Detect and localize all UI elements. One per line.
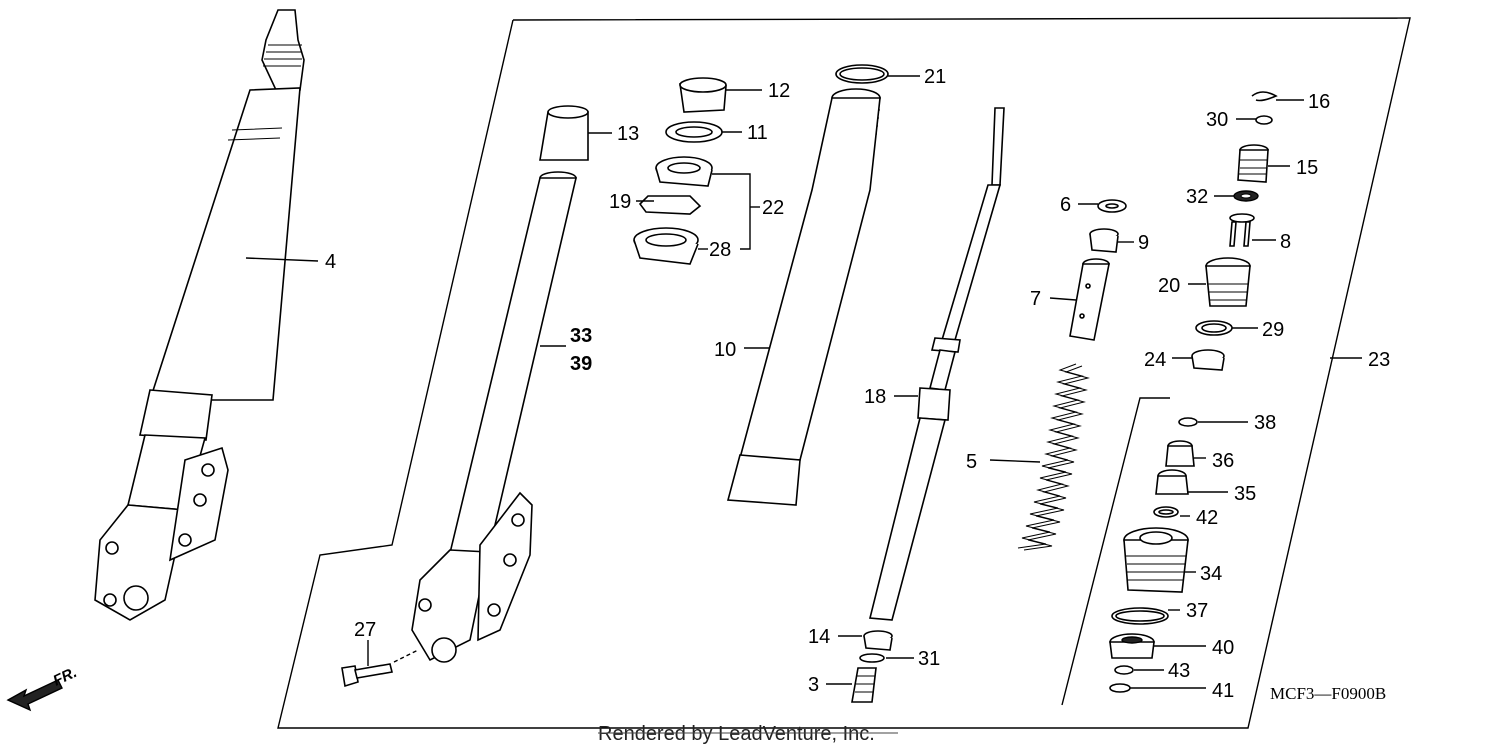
- callout-13: 13: [617, 123, 639, 145]
- callout-34: 34: [1200, 563, 1222, 585]
- fork-assembly-part-4[interactable]: [94, 9, 305, 621]
- watermark: Rendered by LeadVenture, Inc.: [598, 723, 875, 745]
- callout-8: 8: [1280, 231, 1291, 253]
- front-direction-arrow: FR.: [6, 664, 80, 712]
- valve-part-3[interactable]: [851, 667, 877, 703]
- washer-part-31[interactable]: [859, 653, 885, 663]
- cap-part-34[interactable]: [1123, 527, 1189, 593]
- oring-part-29[interactable]: [1195, 320, 1233, 336]
- nut-part-36[interactable]: [1165, 440, 1195, 467]
- bolt-part-27[interactable]: [341, 663, 393, 688]
- subassembly-frame: [1061, 397, 1170, 706]
- damper-rod-part-18[interactable]: [868, 107, 1005, 621]
- bushing-part-13[interactable]: [539, 105, 589, 161]
- spacer-part-7[interactable]: [1069, 258, 1110, 341]
- washer-part-30[interactable]: [1255, 115, 1273, 125]
- outer-tube-part-10[interactable]: [726, 88, 881, 506]
- callout-43: 43: [1168, 660, 1190, 682]
- callout-11: 11: [747, 122, 768, 144]
- washer-part-41[interactable]: [1109, 683, 1131, 693]
- assembly-frame: [277, 17, 1411, 729]
- callout-36: 36: [1212, 450, 1234, 472]
- washer-part-43[interactable]: [1114, 665, 1134, 675]
- fork-slider-part-33[interactable]: [411, 171, 578, 663]
- callout-37: 37: [1186, 600, 1208, 622]
- callout-20: 20: [1158, 275, 1180, 297]
- callout-27: 27: [354, 619, 376, 641]
- callout-23: 23: [1368, 349, 1390, 371]
- diagram-code: MCF3—F0900B: [1270, 684, 1386, 703]
- callout-4: 4: [325, 251, 336, 273]
- collar-part-14[interactable]: [863, 630, 893, 651]
- callout-7: 7: [1030, 288, 1041, 310]
- callout-15: 15: [1296, 157, 1318, 179]
- circlip-part-37[interactable]: [1111, 607, 1169, 625]
- callout-31: 31: [918, 648, 940, 670]
- cap-bolt-part-20[interactable]: [1205, 257, 1251, 307]
- callout-24: 24: [1144, 349, 1166, 371]
- callout-38: 38: [1254, 412, 1276, 434]
- collar-part-9[interactable]: [1089, 228, 1119, 253]
- fork-spring-part-5[interactable]: [1017, 363, 1090, 551]
- callout-3: 3: [808, 674, 819, 696]
- callout-29: 29: [1262, 319, 1284, 341]
- gasket-part-19[interactable]: [638, 195, 702, 215]
- washer-part-11[interactable]: [665, 121, 723, 143]
- callout-40: 40: [1212, 637, 1234, 659]
- callout-33: 33: [570, 325, 592, 347]
- callout-28: 28: [709, 239, 731, 261]
- callout-41: 41: [1212, 680, 1234, 702]
- washer-part-38[interactable]: [1178, 417, 1198, 427]
- callout-18: 18: [864, 386, 886, 408]
- callout-30: 30: [1206, 109, 1228, 131]
- clip-part-16[interactable]: [1251, 91, 1278, 102]
- callout-22: 22: [762, 197, 784, 219]
- dust-seal-part-28[interactable]: [633, 227, 699, 265]
- callout-19: 19: [609, 191, 631, 213]
- bushing-part-12[interactable]: [679, 77, 727, 113]
- washer-part-24[interactable]: [1191, 349, 1225, 371]
- direction-label: FR.: [51, 664, 80, 690]
- callout-10: 10: [714, 339, 736, 361]
- callout-21: 21: [924, 66, 946, 88]
- callout-6: 6: [1060, 194, 1071, 216]
- adjuster-part-15[interactable]: [1237, 144, 1269, 183]
- callout-32: 32: [1186, 186, 1208, 208]
- oring-part-42[interactable]: [1153, 506, 1179, 518]
- callout-39: 39: [570, 353, 592, 375]
- callout-16: 16: [1308, 91, 1330, 113]
- callout-42: 42: [1196, 507, 1218, 529]
- nut-part-35[interactable]: [1155, 469, 1189, 495]
- oil-seal-part-22-upper[interactable]: [655, 156, 713, 187]
- callout-12: 12: [768, 80, 790, 102]
- callout-14: 14: [808, 626, 830, 648]
- callout-9: 9: [1138, 232, 1149, 254]
- rod-part-8[interactable]: [1229, 213, 1255, 247]
- circlip-part-21[interactable]: [835, 64, 889, 84]
- piston-part-40[interactable]: [1109, 633, 1155, 659]
- oring-part-32[interactable]: [1233, 190, 1259, 202]
- callout-5: 5: [966, 451, 977, 473]
- callout-35: 35: [1234, 483, 1256, 505]
- washer-part-6[interactable]: [1097, 199, 1127, 213]
